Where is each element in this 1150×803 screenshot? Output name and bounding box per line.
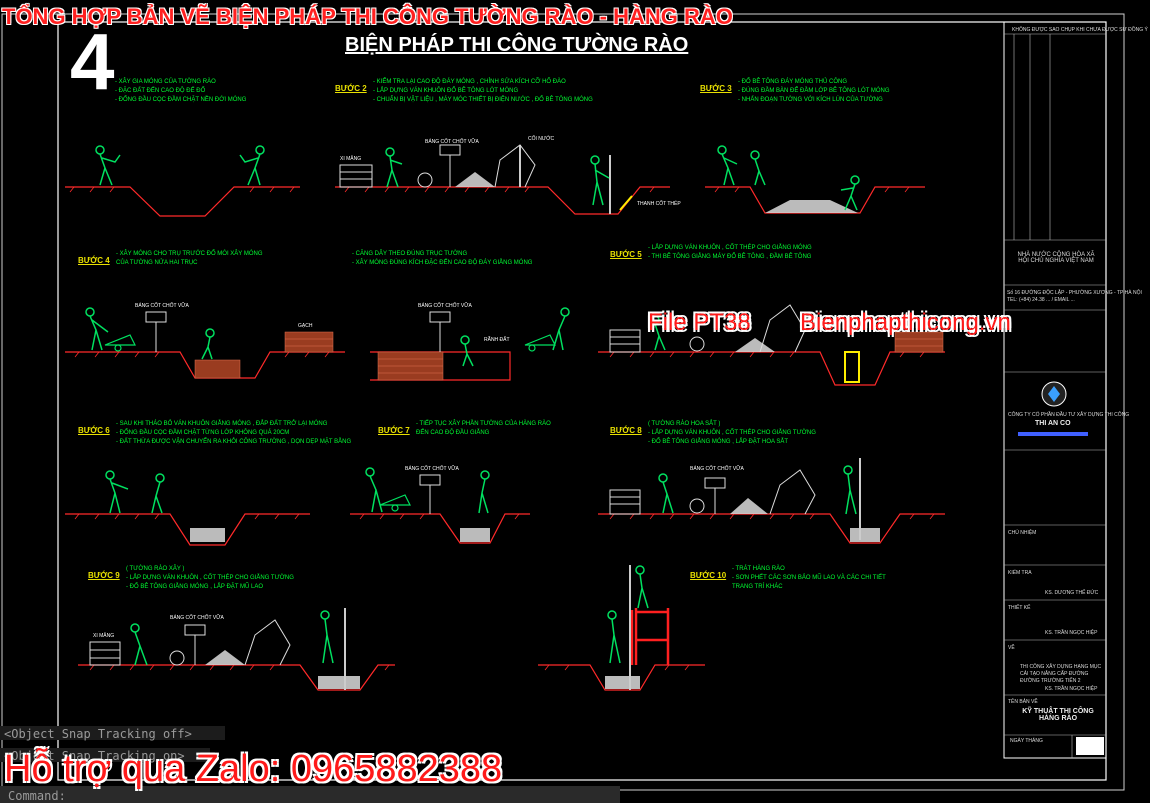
step-line: - ĐỔ BÊ TÔNG GIẰNG MÓNG , LẮP ĐẶT MŨ LAO: [126, 584, 264, 590]
tb-role-0: CHỦ NHIỆM: [1008, 530, 1037, 536]
step-line: - LẮP DỰNG VÁN KHUÔN ĐỔ BÊ TÔNG LÓT MÓNG: [373, 88, 519, 94]
step-label: BƯỚC 5: [610, 250, 642, 259]
tb-client: NHÀ NƯỚC CỘNG HÒA XÃ HỘI CHỦ NGHĨA VIỆT …: [1017, 252, 1095, 264]
step-line: - ĐỔ BÊ TÔNG GIẰNG MÓNG , LẮP ĐẶT HOA SẮ…: [648, 439, 789, 445]
cmd-line-1: <Object Snap Tracking off>: [4, 727, 192, 741]
step-line: - TRÁT HÀNG RÀO: [732, 566, 785, 572]
tb-project-1: THI CÔNG XÂY DỰNG HẠNG MỤC: [1020, 664, 1102, 670]
command-prompt[interactable]: Command:: [8, 789, 66, 803]
tb-drawing-name: KỸ THUẬT THI CÔNG HÀNG RÀO: [1022, 708, 1094, 722]
label-thanh-cot: THANH CỐT THÉP: [637, 201, 681, 207]
step-line: - ĐẤT THỪA ĐƯỢC VẬN CHUYỂN RA KHỎI CÔNG …: [116, 439, 352, 445]
step-6-block: BƯỚC 6 - SAU KHI THÁO BỎ VÁN KHUÔN GIẰNG…: [78, 420, 351, 445]
step-line: - ĐỔNG ĐẦU CỌC ĐẦM CHẶT TỪNG LỚP KHÔNG Q…: [116, 430, 290, 436]
step-10-block: BƯỚC 10 - TRÁT HÀNG RÀO - SƠN PHẾT CÁC S…: [690, 565, 886, 590]
tb-role-1-name: KS. DƯƠNG THẾ ĐỨC: [1045, 590, 1099, 596]
command-input-bar[interactable]: [0, 786, 620, 803]
step-line: - NHẤN ĐOẠN TƯỜNG VỚI KÍCH LÚN CỦA TƯỜNG: [738, 97, 883, 103]
watermark-file-code: File PT38: [648, 309, 751, 336]
step-7-block: BƯỚC 7 - TIẾP TỤC XÂY PHẦN TƯỜNG CỦA HÀN…: [378, 420, 551, 438]
tb-company: CÔNG TY CỔ PHẦN ĐẦU TƯ XÂY DỰNG THI CÔNG: [1008, 412, 1130, 418]
step-line: ĐẾN CAO ĐỘ ĐẦU GIẰNG: [416, 430, 490, 436]
label-xe-cat-6: BÁNG CỐT CHỐT VỮA: [170, 615, 224, 621]
step-label: BƯỚC 3: [700, 84, 732, 93]
step-label: BƯỚC 2: [335, 84, 367, 93]
tb-top-note: KHÔNG ĐƯỢC SAO CHỤP KHI CHƯA ĐƯỢC SỰ ĐỒN…: [1012, 27, 1148, 33]
label-xe-cat-3: BÁNG CỐT CHỐT VỮA: [418, 303, 472, 309]
step-5-block: BƯỚC 5 - LẮP DỰNG VÁN KHUÔN , CỐT THÉP C…: [610, 244, 812, 262]
title-block-frame: [1003, 21, 1107, 759]
overlay-title: TỔNG HỢP BẢN VẼ BIỆN PHÁP THI CÔNG TƯỜNG…: [2, 4, 733, 29]
step-4b-block: - CĂNG DÂY THEO ĐÚNG TRỤC TƯỜNG - XÂY MÓ…: [352, 250, 532, 268]
step-label: BƯỚC 8: [610, 426, 642, 435]
cmd-line-bg-1: [0, 726, 225, 740]
step-line: - TIẾP TỤC XÂY PHẦN TƯỜNG CỦA HÀNG RÀO: [416, 421, 551, 427]
tb-role-2: THIẾT KẾ: [1008, 605, 1031, 611]
step-label: BƯỚC 6: [78, 426, 110, 435]
step-line: - CHUẨN BỊ VẬT LIỆU , MÁY MÓC THIẾT BỊ Đ…: [373, 97, 593, 103]
step-4-block: BƯỚC 4 - XÂY MÓNG CHO TRỤ TRƯỚC ĐỔ MÓI X…: [78, 250, 263, 268]
step-line: - SƠN PHẾT CÁC SƠN BẢO MŨ LAO VÀ CÁC CHI…: [732, 575, 886, 581]
label-coi-nuoc: CỐI NƯỚC: [528, 136, 555, 142]
step-label: BƯỚC 4: [78, 256, 110, 265]
cmd-line-bg-2: [0, 748, 210, 762]
step-line: ( TƯỜNG RÀO HOA SẮT ): [648, 421, 721, 427]
tb-role-3-name: KS. TRẦN NGỌC HIỆP: [1045, 686, 1098, 692]
step-line: ( TƯỜNG RÀO XÂY ): [126, 566, 185, 572]
label-xi-mang-2: XI MĂNG: [93, 633, 115, 639]
step-line: - LẮP DỰNG VÁN KHUÔN , CỐT THÉP CHO GIẰN…: [648, 430, 816, 436]
tb-sheet-label: NGÀY THÁNG: [1010, 738, 1043, 744]
tb-project-3: ĐƯỜNG TRƯỜNG TIẾN 2: [1020, 678, 1081, 684]
step-line: - CĂNG DÂY THEO ĐÚNG TRỤC TƯỜNG: [352, 251, 468, 257]
tb-role-3: VẼ: [1008, 645, 1015, 651]
sheet-number: 4: [70, 17, 115, 106]
step-line: - ĐỔ BÊ TÔNG ĐÁY MÓNG THỦ CÔNG: [738, 79, 848, 85]
step-line: - LẮP DỰNG VÁN KHUÔN , CỐT THÉP CHO GIẰN…: [126, 575, 294, 581]
tb-project-2: CẢI TẠO NÂNG CẤP ĐƯỜNG: [1020, 671, 1089, 677]
label-gach: GẠCH: [298, 323, 313, 329]
step-8-block: BƯỚC 8 ( TƯỜNG RÀO HOA SẮT ) - LẮP DỰNG …: [610, 420, 816, 445]
label-xi-mang: XI MĂNG: [340, 156, 362, 162]
tb-role-2-name: KS. TRẦN NGỌC HIỆP: [1045, 630, 1098, 636]
drawing-border: [57, 21, 1107, 781]
step-line: CỦA TƯỜNG NỬA HAI TRỤC: [116, 260, 198, 266]
step-1-block: - XÂY GIA MÓNG CỦA TƯỜNG RÀO - ĐẶC ĐẤT Đ…: [115, 78, 246, 105]
step-line: - SAU KHI THÁO BỎ VÁN KHUÔN GIẰNG MÓNG ,…: [116, 421, 328, 427]
step-9-block: BƯỚC 9 ( TƯỜNG RÀO XÂY ) - LẮP DỰNG VÁN …: [88, 565, 294, 590]
step-line: - LẮP DỰNG VÁN KHUÔN , CỐT THÉP CHO GIẰN…: [648, 245, 812, 251]
step-line: - ĐỔNG ĐẦU CỌC ĐẦM CHẶT NỀN ĐỚI MÓNG: [115, 97, 247, 103]
outer-frame: [1, 13, 1125, 791]
label-xe-cat-4: BÁNG CỐT CHỐT VỮA: [405, 466, 459, 472]
tb-role-1: KIỂM TRA: [1008, 570, 1032, 576]
label-xe-cat-2: BÁNG CỐT CHỐT VỮA: [135, 303, 189, 309]
step-2-block: BƯỚC 2 - KIỂM TRA LẠI CAO ĐỘ ĐÁY MÓNG , …: [335, 78, 593, 103]
step-label: BƯỚC 10: [690, 571, 727, 580]
tb-drawing-name-label: TÊN BẢN VẼ: [1008, 699, 1038, 705]
step-line: - ĐẶC ĐẤT ĐẾN CAO ĐỘ ĐẾ ĐỔ: [115, 88, 206, 94]
scaffold-rebar: [630, 608, 670, 665]
label-xe-cat-5: BÁNG CỐT CHỐT VỮA: [690, 466, 744, 472]
sheet-title: BIỆN PHÁP THI CÔNG TƯỜNG RÀO: [345, 34, 689, 56]
step-line: - THI BÊ TÔNG GIẰNG MÁY ĐỔ BÊ TÔNG , ĐẦM…: [648, 254, 812, 260]
step-line: - XÂY MÓNG ĐÚNG KÍCH ĐẶC ĐẾN CAO ĐỘ ĐÁY …: [352, 260, 533, 266]
workers: [85, 145, 860, 666]
step-line: - XÂY GIA MÓNG CỦA TƯỜNG RÀO: [115, 79, 216, 85]
step-line: - ĐÚNG ĐẦM BÀN ĐỂ ĐẦM LỚP BÊ TÔNG LÓT MÓ…: [738, 88, 890, 94]
tb-company-short: THI AN CO: [1035, 420, 1071, 427]
step-3-block: BƯỚC 3 - ĐỔ BÊ TÔNG ĐÁY MÓNG THỦ CÔNG - …: [700, 78, 890, 103]
step-line: TRANG TRÍ KHÁC: [732, 584, 783, 590]
step-label: BƯỚC 9: [88, 571, 120, 580]
cmd-line-2: <Object Snap Tracking on>: [4, 749, 185, 763]
support-banner: Hỗ trợ qua Zalo: 0965882388: [4, 748, 503, 790]
watermark-website: Bienphapthicong.vn: [800, 309, 1011, 336]
tb-address-2: TEL: (+84) 24.38 ... / EMAIL ...: [1007, 297, 1075, 303]
step-label: BƯỚC 7: [378, 426, 410, 435]
label-ranh: RÃNH ĐẤT: [484, 337, 510, 343]
formwork: [619, 195, 860, 383]
step-line: - XÂY MÓNG CHO TRỤ TRƯỚC ĐỔ MÓI XÂY MÓNG: [116, 251, 263, 257]
label-xe-cat: BÁNG CỐT CHỐT VỮA: [425, 139, 479, 145]
tb-address-1: Số 16 ĐƯỜNG ĐỘC LẬP - PHƯỜNG XƯƠNG - TP …: [1007, 290, 1142, 296]
step-line: - KIỂM TRA LẠI CAO ĐỘ ĐÁY MÓNG , CHỈNH S…: [373, 79, 566, 85]
